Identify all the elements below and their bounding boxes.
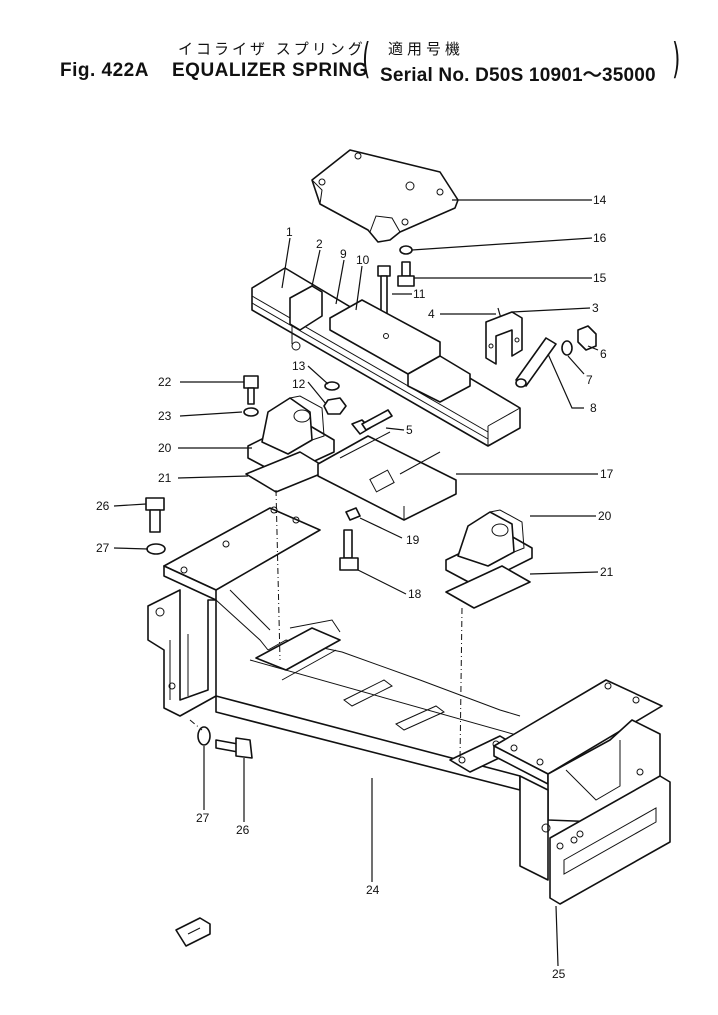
shim-21-right [445,565,531,609]
callout-4: 4 [428,307,435,321]
pin-8 [515,337,557,388]
bolt-26-upper [145,497,165,533]
callout-11: 11 [413,287,426,301]
callout-15: 15 [593,271,607,285]
washer-27-upper [146,543,166,555]
callout-21-left: 21 [158,471,172,485]
leader-lines [113,199,599,967]
callout-17: 17 [600,467,614,481]
bracket-3 [485,311,523,365]
serial-number-range: Serial No. D50S 10901～35000 [380,65,656,86]
front-direction-arrow-icon [175,917,211,947]
bolt-18 [339,529,359,571]
callout-18: 18 [408,587,422,601]
spring-cover-part [311,149,459,243]
grease-fitting-19 [345,507,361,521]
callout-6: 6 [600,347,607,361]
left-bracket: ( [362,34,371,83]
washer-23 [243,407,259,417]
nut-12 [323,397,347,415]
callout-8: 8 [590,401,597,415]
callout-22: 22 [158,375,172,389]
figure-number: Fig. 422A [60,60,149,81]
nut-6 [577,325,597,351]
callout-7: 7 [586,373,593,387]
callout-27-upper: 27 [96,541,110,555]
callout-21-right: 21 [600,565,614,579]
japanese-applicability-label: 適用号機 [388,40,465,58]
spring-seat-pad-17 [317,431,457,521]
mounting-plate-25 [541,775,671,905]
support-bracket-20-left [247,395,335,477]
right-bracket: ) [672,34,681,83]
japanese-title: イコライザ スプリング [178,40,366,58]
callout-13: 13 [292,359,306,373]
callout-2: 2 [316,237,323,251]
callout-3: 3 [592,301,599,315]
callout-5: 5 [406,423,413,437]
bolt-15 [397,261,415,287]
callout-12: 12 [292,377,306,391]
callout-19: 19 [406,533,420,547]
callout-23: 23 [158,409,172,423]
washer-13 [324,381,340,391]
washer-16 [399,245,413,255]
callout-20-right: 20 [598,509,612,523]
callout-27-lower: 27 [196,811,210,825]
support-bracket-20-right [445,509,533,587]
callout-26-upper: 26 [96,499,110,513]
bolt-5 [351,409,393,435]
callout-24: 24 [366,883,380,897]
callout-20-left: 20 [158,441,172,455]
bolt-22 [243,375,259,405]
callout-16: 16 [593,231,607,245]
figure-title: EQUALIZER SPRING [172,60,368,81]
callout-26-lower: 26 [236,823,250,837]
callout-25: 25 [552,967,566,981]
washer-7 [561,340,573,356]
callout-1: 1 [286,225,293,239]
callout-9: 9 [340,247,347,261]
callout-labels: 14 16 15 1 2 9 10 11 4 3 6 7 8 13 12 22 … [96,193,614,981]
callout-10: 10 [356,253,370,267]
bolt-11 [377,265,391,317]
callout-14: 14 [593,193,607,207]
washer-27-lower [197,726,211,746]
bolt-26-lower [215,737,253,759]
